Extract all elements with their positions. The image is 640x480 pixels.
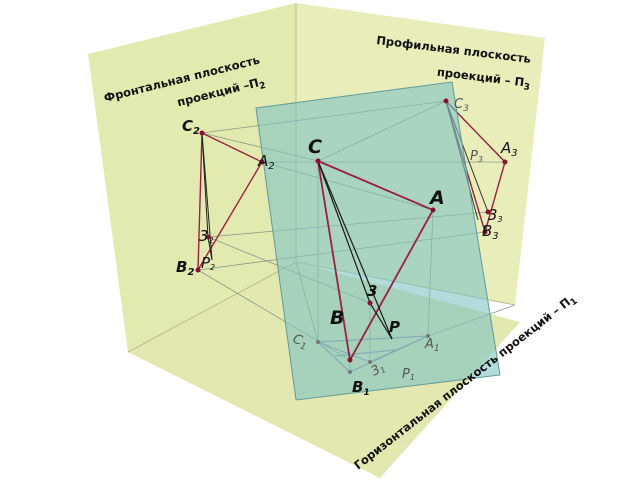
point-A1-label: A1 [424,337,440,354]
point-C-label: C [308,136,322,158]
point-B3-label: B3 [482,222,499,242]
frontal-projection-triangle [197,131,263,273]
point-A-label: A [428,187,445,209]
point-A3-label: A3 [500,139,518,159]
point-P2-label: P2 [201,254,215,272]
main-triangle [316,159,435,363]
point-C2-label: C2 [182,117,200,137]
point-B2-label: B2 [176,258,194,278]
point-32-label: 32 [199,227,214,245]
point-P3-label: P3 [470,149,483,164]
points [195,98,508,363]
frontal-projection-plane [88,3,296,352]
point-P-label: P [389,318,400,336]
frontal-projection-lines [201,132,213,261]
point-33-label: 33 [488,206,503,224]
point-P1-label: P1 [402,367,415,382]
point-C3-label: C3 [454,97,469,114]
point-B-label: B [330,307,344,329]
main-triangle-lines [317,160,393,340]
point-3-label: 3 [367,282,377,300]
point-B1-label: B1 [352,378,370,398]
point-A2-label: A2 [257,152,275,172]
point-C1-label: C1 [290,332,310,353]
horizontal-points [316,334,430,374]
